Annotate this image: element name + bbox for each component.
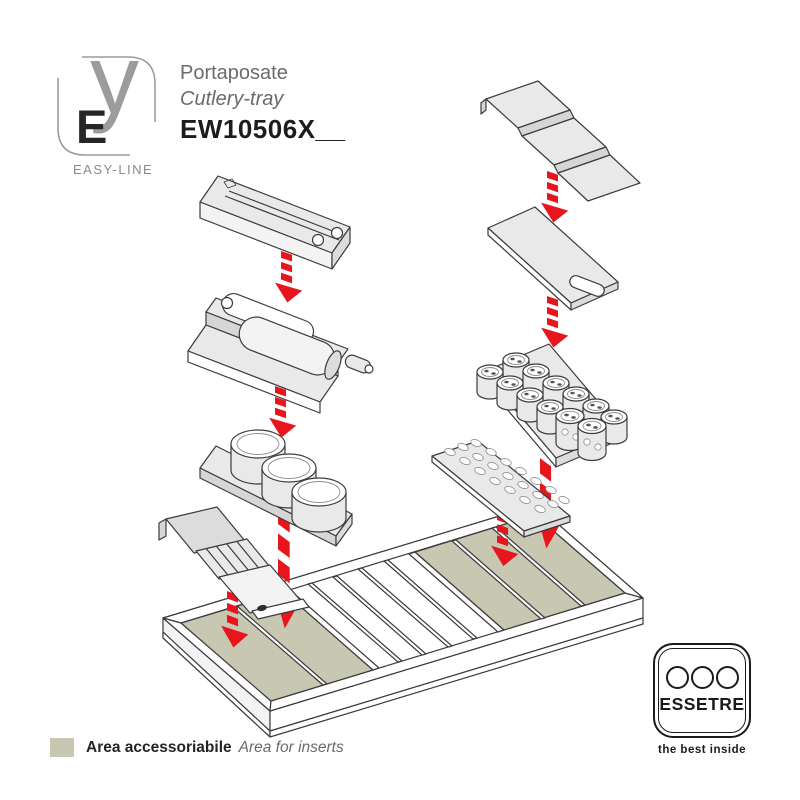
logo-letter-e: E (76, 100, 108, 153)
product-code: EW10506X__ (180, 114, 346, 144)
essetre-dots-icon (665, 666, 739, 689)
cutting-board-insert (487, 206, 619, 311)
roll-holder-insert (187, 293, 374, 414)
ramp-insert (158, 506, 310, 620)
grid-board-insert (431, 439, 571, 538)
product-name-en: Cutlery-tray (180, 88, 284, 110)
film-cutter-insert (199, 175, 351, 270)
brand-tagline: the best inside (657, 744, 747, 756)
essetre-logo: ESSETRE (653, 643, 751, 738)
product-name-it: Portaposate (180, 62, 288, 84)
step-insert (480, 80, 641, 202)
canister-rail-insert (199, 429, 353, 547)
drop-arrow (275, 251, 303, 303)
legend-label-it: Area accessoriabile (86, 738, 232, 756)
cutlery-tray-base (162, 504, 644, 738)
insert-area-swatch (50, 738, 74, 757)
legend-label-en: Area for inserts (238, 738, 344, 756)
spice-jar (577, 417, 607, 462)
spice-jar-insert (476, 343, 628, 468)
logo-letter-y: y (90, 24, 139, 134)
canister (291, 477, 347, 533)
grid-holes (444, 439, 570, 513)
brand-name: ESSETRE (659, 694, 745, 714)
logo-subtitle: EASY-LINE (73, 162, 154, 177)
logo-bracket-icon (57, 56, 156, 156)
legend: Area accessoriabile Area for inserts (50, 738, 344, 757)
